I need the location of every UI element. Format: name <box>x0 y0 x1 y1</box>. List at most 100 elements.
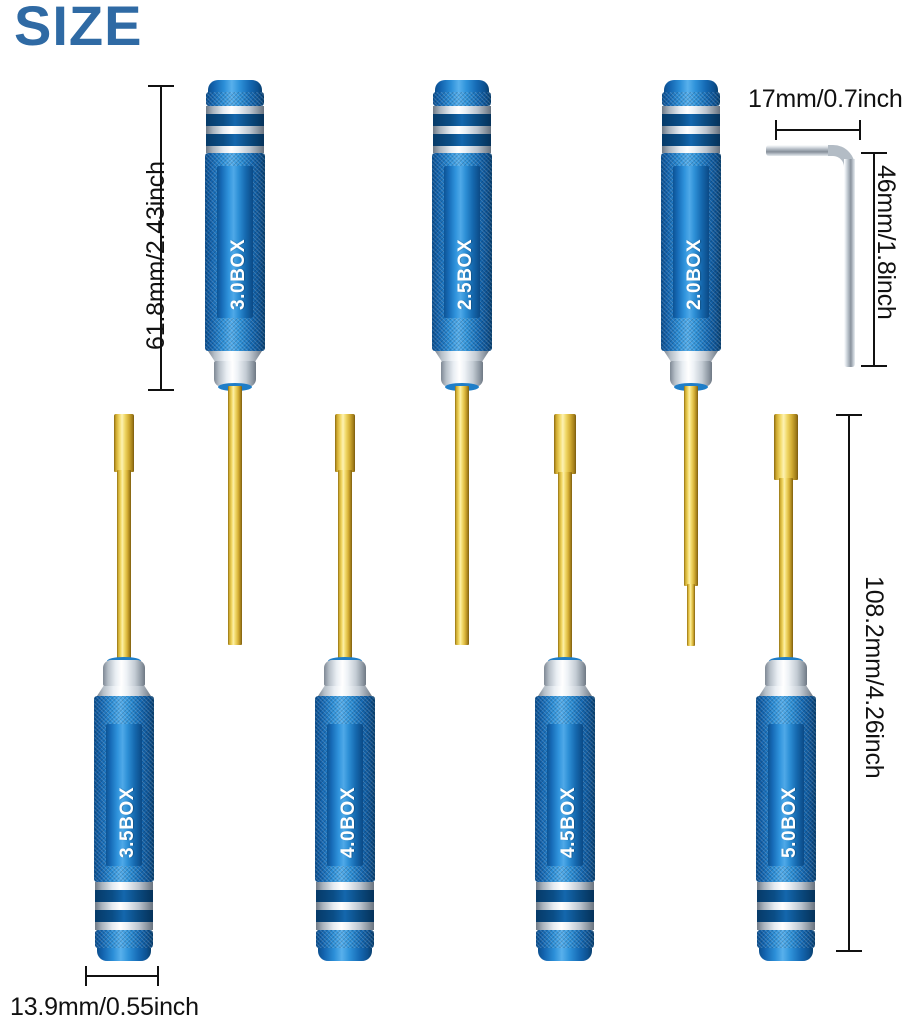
handle-ring-2 <box>662 126 720 134</box>
handle-dome-cap <box>435 80 489 94</box>
dimension-line <box>775 129 861 131</box>
handle-groove-2 <box>536 910 594 922</box>
dimension-cap-left <box>775 120 777 140</box>
handle-ring-2 <box>95 902 153 910</box>
handle-ring-3 <box>95 922 153 930</box>
handle-groove-2 <box>95 910 153 922</box>
dimension-cap-right <box>157 966 159 986</box>
chuck-flare <box>538 686 592 696</box>
handle-size-label: 2.0BOX <box>684 238 705 310</box>
handle-dome-cap <box>538 948 592 961</box>
screwdriver-2-0-box: 2.0BOX <box>652 80 730 650</box>
handle-diameter-label: 13.9mm/0.55inch <box>10 993 199 1021</box>
hex-wrench-icon <box>766 145 876 375</box>
handle-dome-cap <box>664 80 718 94</box>
chuck-collar <box>441 361 483 387</box>
dimension-cap-bottom <box>861 365 887 367</box>
handle-ring-1 <box>662 106 720 114</box>
screwdriver-5-0-box: 5.0BOX <box>747 414 825 966</box>
handle-ring-3 <box>316 922 374 930</box>
handle-ring-3 <box>206 146 264 153</box>
handle-bottom-band <box>757 930 815 948</box>
handle-ring-1 <box>206 106 264 114</box>
screwdriver-2-5-box: 2.5BOX <box>423 80 501 650</box>
handle-bottom-band <box>316 930 374 948</box>
hex-wrench-elbow <box>828 145 855 172</box>
gold-shaft <box>338 470 352 662</box>
gold-shaft <box>455 386 469 645</box>
socket-tip <box>774 414 798 480</box>
chuck-flare <box>97 686 151 696</box>
screwdriver-4-0-box: 4.0BOX <box>306 414 384 966</box>
handle-groove-1 <box>662 114 720 126</box>
handle-ring-1 <box>316 882 374 890</box>
handle-ring-1 <box>536 882 594 890</box>
handle-ring-2 <box>757 902 815 910</box>
hexkey-width-label: 17mm/0.7inch <box>748 85 903 113</box>
handle-length-label: 61.8mm/2.43inch <box>142 161 170 350</box>
hex-wrench-long-arm <box>844 159 855 367</box>
hexkey-length-label: 46mm/1.8inch <box>872 165 900 320</box>
handle-groove-2 <box>757 910 815 922</box>
handle-ring-3 <box>536 922 594 930</box>
handle-ring-1 <box>757 882 815 890</box>
socket-tip <box>335 414 355 472</box>
chuck-collar <box>765 660 807 686</box>
handle-size-label: 3.0BOX <box>228 238 249 310</box>
handle-label-plate <box>673 166 709 318</box>
chuck-collar <box>103 660 145 686</box>
chuck-collar <box>214 361 256 387</box>
gold-shaft <box>558 472 572 662</box>
gold-shaft <box>684 386 698 586</box>
dimension-cap-right <box>859 120 861 140</box>
dimension-line <box>848 414 850 952</box>
screwdriver-3-5-box: 3.5BOX <box>85 414 163 966</box>
handle-top-band <box>662 92 720 106</box>
handle-groove-1 <box>536 890 594 902</box>
dimension-cap-bottom <box>148 389 174 391</box>
handle-size-label: 5.0BOX <box>779 786 800 858</box>
handle-groove-2 <box>316 910 374 922</box>
chuck-flare <box>318 686 372 696</box>
chuck-collar <box>324 660 366 686</box>
handle-groove-2 <box>662 134 720 146</box>
handle-ring-2 <box>316 902 374 910</box>
handle-size-label: 4.5BOX <box>558 786 579 858</box>
dimension-cap-top <box>836 414 862 416</box>
handle-ring-1 <box>95 882 153 890</box>
gold-shaft-tip <box>687 584 695 646</box>
gold-shaft <box>779 478 793 662</box>
handle-bottom-band <box>536 930 594 948</box>
gold-shaft <box>228 386 242 645</box>
handle-size-label: 4.0BOX <box>338 786 359 858</box>
handle-groove-1 <box>433 114 491 126</box>
handle-dome-cap <box>208 80 262 94</box>
handle-label-plate <box>106 724 142 866</box>
handle-top-band <box>433 92 491 106</box>
handle-bottom-band <box>95 930 153 948</box>
chuck-flare <box>435 351 489 361</box>
handle-groove-2 <box>206 134 264 146</box>
gold-shaft <box>117 470 131 662</box>
screwdriver-3-0-box: 3.0BOX <box>196 80 274 650</box>
hex-wrench-short-arm <box>766 145 834 156</box>
dimension-cap-bottom <box>836 950 862 952</box>
handle-label-plate <box>217 166 253 318</box>
chuck-collar <box>544 660 586 686</box>
handle-label-plate <box>768 724 804 866</box>
handle-groove-2 <box>433 134 491 146</box>
handle-top-band <box>206 92 264 106</box>
dimension-cap-left <box>85 966 87 986</box>
handle-dome-cap <box>97 948 151 961</box>
handle-ring-3 <box>757 922 815 930</box>
driver-length-label: 108.2mm/4.26inch <box>860 576 888 779</box>
handle-ring-2 <box>536 902 594 910</box>
handle-groove-1 <box>316 890 374 902</box>
handle-ring-3 <box>433 146 491 153</box>
dimension-line <box>873 152 875 367</box>
screwdriver-4-5-box: 4.5BOX <box>526 414 604 966</box>
handle-label-plate <box>547 724 583 866</box>
chuck-flare <box>208 351 262 361</box>
dimension-line <box>160 85 162 391</box>
